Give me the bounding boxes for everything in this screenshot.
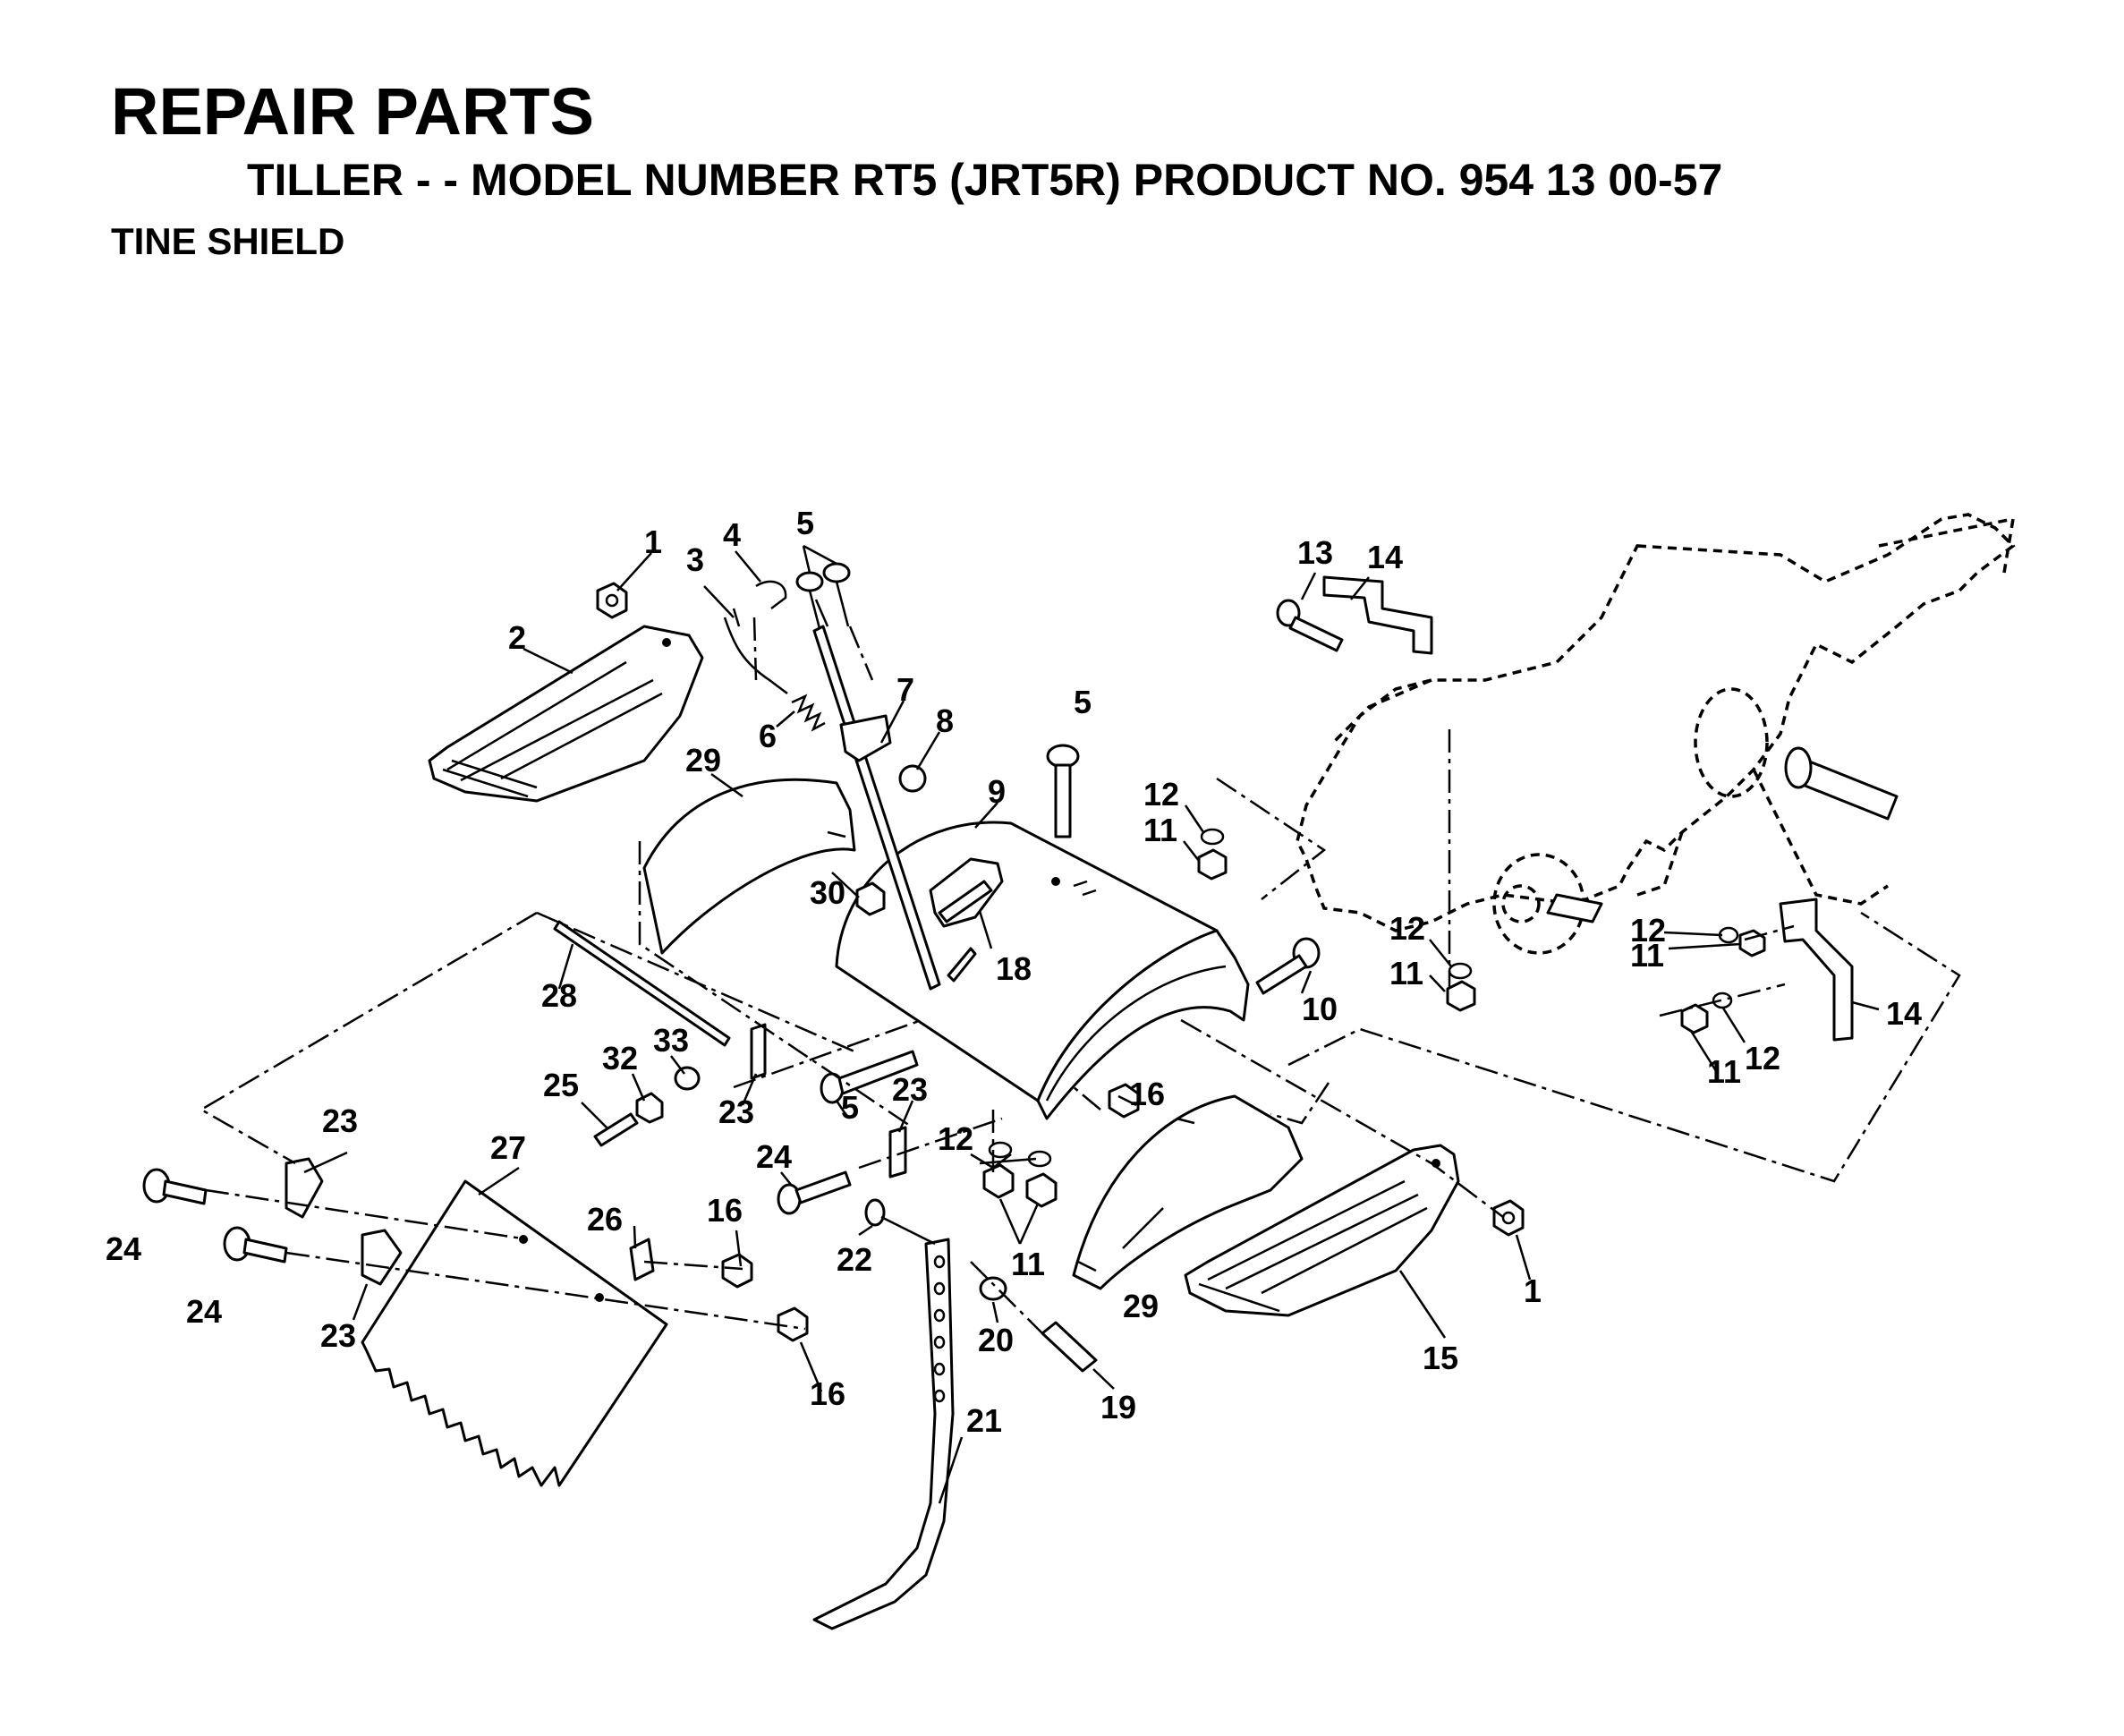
callout-11-c: 11 bbox=[1630, 937, 1664, 974]
callout-1-top: 1 bbox=[644, 523, 662, 560]
axle-shaft bbox=[1546, 746, 1899, 923]
callout-1-right: 1 bbox=[1524, 1272, 1542, 1309]
callout-13: 13 bbox=[1297, 534, 1333, 571]
side-shield-right bbox=[1184, 1144, 1460, 1317]
inner-panel-left bbox=[642, 778, 856, 955]
callout-20: 20 bbox=[978, 1322, 1014, 1358]
drag-bar bbox=[361, 1179, 668, 1487]
callout-5-low: 5 bbox=[841, 1089, 859, 1126]
callout-24-c: 24 bbox=[186, 1293, 222, 1330]
callout-12-b: 12 bbox=[1389, 910, 1425, 947]
callout-33: 33 bbox=[653, 1022, 689, 1059]
assembly-lines bbox=[199, 617, 1961, 1334]
callout-16-c: 16 bbox=[810, 1375, 845, 1412]
callout-11-d: 11 bbox=[1707, 1053, 1741, 1090]
callout-22: 22 bbox=[837, 1241, 872, 1278]
callout-5-top: 5 bbox=[796, 505, 814, 541]
section-title: TINE SHIELD bbox=[111, 220, 345, 262]
callout-23-d: 23 bbox=[320, 1317, 356, 1354]
callout-4: 4 bbox=[723, 516, 741, 553]
callout-12-e: 12 bbox=[938, 1120, 973, 1157]
callout-24-a: 24 bbox=[756, 1138, 792, 1175]
callout-32: 32 bbox=[602, 1040, 638, 1076]
callout-29-left: 29 bbox=[685, 742, 721, 779]
callout-26: 26 bbox=[587, 1201, 623, 1238]
side-shield-left bbox=[428, 625, 704, 803]
callout-14-top: 14 bbox=[1367, 539, 1403, 575]
callout-19: 19 bbox=[1100, 1389, 1136, 1425]
callout-14-right: 14 bbox=[1886, 995, 1922, 1032]
callout-11-e: 11 bbox=[1011, 1246, 1045, 1282]
callout-23-c: 23 bbox=[322, 1102, 358, 1139]
depth-bar bbox=[812, 1238, 955, 1630]
callout-27: 27 bbox=[490, 1129, 526, 1166]
callout-10: 10 bbox=[1302, 991, 1338, 1027]
callout-30: 30 bbox=[810, 874, 845, 911]
callout-7: 7 bbox=[896, 671, 914, 708]
callout-12-a: 12 bbox=[1143, 776, 1179, 813]
callout-23-b: 23 bbox=[892, 1071, 928, 1108]
callout-18: 18 bbox=[996, 950, 1032, 987]
callout-11-b: 11 bbox=[1389, 955, 1423, 991]
callout-28: 28 bbox=[541, 977, 577, 1014]
callout-5-mid: 5 bbox=[1074, 684, 1092, 720]
callout-15: 15 bbox=[1423, 1340, 1458, 1376]
callout-21: 21 bbox=[966, 1402, 1002, 1439]
callout-12-d: 12 bbox=[1745, 1040, 1780, 1076]
callout-16-a: 16 bbox=[1129, 1076, 1165, 1112]
callout-25: 25 bbox=[543, 1067, 579, 1103]
callout-11-a: 11 bbox=[1143, 812, 1177, 848]
callout-8: 8 bbox=[936, 702, 954, 739]
callout-29-right: 29 bbox=[1123, 1288, 1159, 1324]
leader-lines bbox=[303, 544, 1880, 1504]
callout-2: 2 bbox=[508, 619, 526, 656]
model-subtitle: TILLER - - MODEL NUMBER RT5 (JRT5R) PROD… bbox=[247, 155, 1723, 205]
callout-24-b: 24 bbox=[106, 1230, 141, 1267]
callout-23-a: 23 bbox=[718, 1094, 754, 1130]
tie-rod bbox=[553, 920, 731, 1047]
page-title: REPAIR PARTS bbox=[111, 74, 594, 149]
tiller-body-outline bbox=[1296, 513, 2016, 955]
callout-numbers: 1 2 3 4 5 6 7 8 9 5 29 30 18 10 12 11 13… bbox=[106, 505, 1922, 1439]
callout-6: 6 bbox=[759, 718, 777, 754]
callout-16-b: 16 bbox=[707, 1192, 743, 1229]
callout-3: 3 bbox=[686, 541, 704, 578]
callout-12-c: 12 bbox=[1630, 912, 1666, 949]
callout-9: 9 bbox=[988, 773, 1006, 810]
hardware bbox=[142, 562, 1854, 1373]
